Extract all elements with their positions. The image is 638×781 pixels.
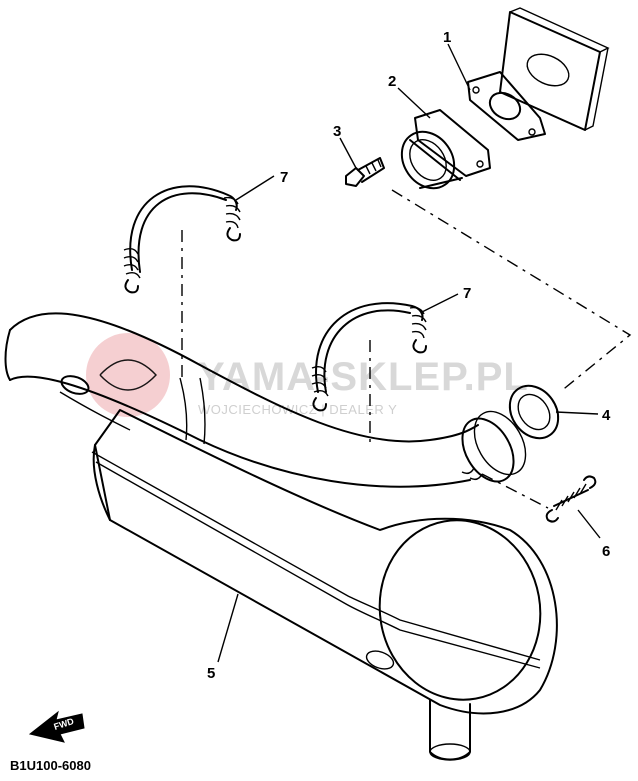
callout-2: 2 [388,73,396,90]
exhaust-pipe [4,312,527,488]
part-1-gasket-plate [467,7,610,141]
callout-3: 3 [333,123,341,140]
part-3-bolt [345,157,385,187]
watermark: YAMA-SKLEP.PL WOJCIECHOWICZ | DEALER Y [86,333,529,417]
part-2-flange-joint [400,109,491,190]
watermark-subtitle: WOJCIECHOWICZ | DEALER Y [198,402,397,417]
callout-4: 4 [602,407,611,424]
part-7-spring-middle [311,302,427,412]
forward-arrow-icon: FWD [28,710,85,743]
assembly-guide-lines [181,189,632,509]
callout-5: 5 [207,665,215,682]
callout-6: 6 [602,543,610,560]
muffler [91,409,558,761]
part-7-spring-upper [123,185,241,294]
callout-1: 1 [443,29,451,46]
part-4-gasket-ring [508,384,560,440]
diagram-code: B1U100-6080 [10,758,91,773]
leader-lines [217,43,601,663]
callout-7-middle: 7 [463,285,471,302]
part-6-spring-small [545,475,597,523]
callout-7-upper: 7 [280,169,288,186]
watermark-logo [86,333,170,417]
watermark-title: YAMA-SKLEP.PL [198,355,529,399]
